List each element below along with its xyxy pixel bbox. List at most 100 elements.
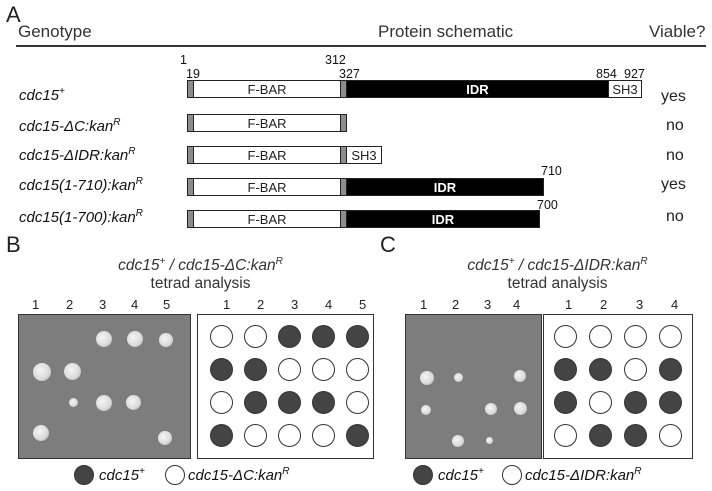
colony bbox=[452, 435, 464, 447]
legend-wildtype-label: cdc15+ bbox=[99, 466, 145, 484]
header-divider bbox=[16, 45, 706, 47]
spore-viable-circle bbox=[210, 424, 233, 447]
colony bbox=[486, 437, 493, 444]
spore-mutant-circle bbox=[210, 391, 233, 414]
fbar-domain: F-BAR bbox=[193, 114, 341, 132]
spore-viable-circle bbox=[659, 358, 682, 381]
spore-viable-circle bbox=[346, 325, 369, 348]
colony bbox=[33, 425, 49, 441]
spore-mutant-circle bbox=[589, 391, 612, 414]
panel-c-subtitle: tetrad analysis bbox=[507, 275, 608, 292]
position-327: 327 bbox=[339, 67, 360, 81]
colony bbox=[420, 371, 434, 385]
colony bbox=[514, 402, 527, 415]
viable-row-5: no bbox=[666, 208, 684, 225]
viable-row-1: yes bbox=[661, 88, 686, 105]
plate-c-col-2: 2 bbox=[452, 297, 460, 312]
spore-viable-circle bbox=[244, 358, 267, 381]
spore-viable-circle bbox=[589, 424, 612, 447]
plate-b-col-3: 3 bbox=[99, 297, 107, 312]
linker-segment bbox=[340, 114, 347, 132]
fbar-domain: F-BAR bbox=[193, 178, 341, 196]
grid-b-col-5: 5 bbox=[359, 297, 367, 312]
spore-viable-circle bbox=[312, 391, 335, 414]
grid-c-col-1: 1 bbox=[565, 297, 573, 312]
plate-c-col-1: 1 bbox=[420, 297, 428, 312]
panel-b-label: B bbox=[6, 232, 21, 257]
colony bbox=[454, 373, 463, 382]
grid-c-col-2: 2 bbox=[600, 297, 608, 312]
spore-mutant-circle bbox=[589, 325, 612, 348]
spore-viable-circle bbox=[278, 391, 301, 414]
colony bbox=[514, 370, 526, 382]
grid-b-col-2: 2 bbox=[257, 297, 265, 312]
spore-viable-circle bbox=[346, 424, 369, 447]
grid-b-col-4: 4 bbox=[325, 297, 333, 312]
idr-domain: IDR bbox=[346, 210, 540, 228]
colony bbox=[126, 395, 141, 410]
colony bbox=[69, 398, 78, 407]
plate-b-col-5: 5 bbox=[163, 297, 171, 312]
spore-viable-circle bbox=[554, 391, 577, 414]
genotype-row-5: cdc15(1-700):kanR bbox=[19, 208, 143, 226]
genotype-row-4: cdc15(1-710):kanR bbox=[19, 176, 143, 194]
legend-filled-circle bbox=[74, 465, 94, 485]
idr-domain: IDR bbox=[346, 178, 544, 196]
spore-mutant-circle bbox=[278, 424, 301, 447]
colony bbox=[96, 395, 112, 411]
genotype-row-2: cdc15-ΔC:kanR bbox=[19, 117, 121, 135]
spore-mutant-circle bbox=[624, 358, 647, 381]
grid-b-col-3: 3 bbox=[291, 297, 299, 312]
plate-b-col-2: 2 bbox=[66, 297, 74, 312]
colony bbox=[485, 403, 497, 415]
spore-mutant-circle bbox=[554, 424, 577, 447]
grid-b-col-1: 1 bbox=[223, 297, 231, 312]
spore-mutant-circle bbox=[312, 358, 335, 381]
viable-row-2: no bbox=[666, 117, 684, 134]
colony bbox=[159, 333, 173, 347]
legend-wildtype-label: cdc15+ bbox=[438, 466, 484, 484]
position-19: 19 bbox=[186, 67, 200, 81]
spore-mutant-circle bbox=[346, 358, 369, 381]
panel-c-label: C bbox=[380, 232, 396, 257]
spore-viable-circle bbox=[554, 358, 577, 381]
spore-viable-circle bbox=[312, 325, 335, 348]
panel-b-subtitle: tetrad analysis bbox=[150, 275, 251, 292]
spore-mutant-circle bbox=[624, 325, 647, 348]
colony bbox=[96, 331, 112, 347]
colony bbox=[127, 331, 143, 347]
spore-viable-circle bbox=[210, 358, 233, 381]
colony bbox=[64, 363, 81, 380]
grid-c-col-3: 3 bbox=[636, 297, 644, 312]
position-312: 312 bbox=[325, 53, 346, 67]
legend-mutant-label: cdc15-ΔIDR:kanR bbox=[525, 466, 642, 484]
genotype-row-1: cdc15+ bbox=[19, 86, 65, 104]
tetrad-plate-c bbox=[405, 314, 542, 459]
legend-mutant-label: cdc15-ΔC:kanR bbox=[188, 466, 290, 484]
colony bbox=[421, 405, 431, 415]
position-700: 700 bbox=[537, 198, 558, 212]
grid-c-col-4: 4 bbox=[671, 297, 679, 312]
spore-viable-circle bbox=[244, 391, 267, 414]
position-710: 710 bbox=[541, 164, 562, 178]
position-854: 854 bbox=[596, 67, 617, 81]
tetrad-grid-c bbox=[543, 314, 693, 459]
sh3-domain: SH3 bbox=[346, 146, 382, 164]
panel-c-title: cdc15+ / cdc15-ΔIDR:kanR bbox=[467, 256, 648, 275]
spore-mutant-circle bbox=[659, 325, 682, 348]
genotype-row-3: cdc15-ΔIDR:kanR bbox=[19, 146, 136, 164]
plate-b-col-1: 1 bbox=[32, 297, 40, 312]
spore-mutant-circle bbox=[278, 358, 301, 381]
genotype-header: Genotype bbox=[18, 22, 92, 41]
spore-viable-circle bbox=[278, 325, 301, 348]
idr-domain: IDR bbox=[346, 80, 609, 98]
panel-b-title: cdc15+ / cdc15-ΔC:kanR bbox=[118, 256, 283, 275]
spore-mutant-circle bbox=[210, 325, 233, 348]
panel-a-label: A bbox=[6, 2, 21, 27]
colony bbox=[33, 363, 51, 381]
fbar-domain: F-BAR bbox=[193, 80, 341, 98]
legend-empty-circle bbox=[502, 465, 522, 485]
spore-mutant-circle bbox=[244, 325, 267, 348]
legend-empty-circle bbox=[165, 465, 185, 485]
spore-viable-circle bbox=[624, 424, 647, 447]
